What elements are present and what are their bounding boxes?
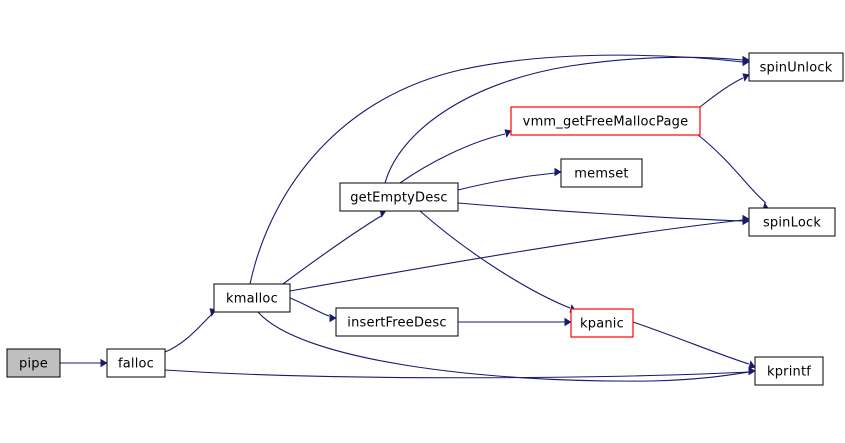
edge-kmalloc-to-getEmptyDesc bbox=[282, 215, 382, 285]
node-box-kpanic[interactable] bbox=[570, 308, 634, 338]
node-getEmptyDesc[interactable]: getEmptyDesc bbox=[339, 182, 459, 212]
edge-kmalloc-to-spinUnlock bbox=[249, 54, 744, 285]
arrowhead-vmm_getFreeMallocPage-to-spinUnlock bbox=[742, 73, 750, 82]
edge-vmm_getFreeMallocPage-to-spinUnlock bbox=[699, 77, 744, 108]
node-box-memset[interactable] bbox=[560, 158, 643, 188]
node-pipe[interactable]: pipe bbox=[6, 348, 61, 378]
edge-falloc-to-kprintf bbox=[164, 369, 750, 379]
edge-getEmptyDesc-to-kpanic bbox=[419, 210, 571, 309]
arrowhead-kmalloc-to-insertFreeDesc bbox=[329, 313, 337, 323]
node-box-spinLock[interactable] bbox=[748, 207, 836, 237]
node-label-falloc: falloc bbox=[118, 357, 154, 372]
node-box-kprintf[interactable] bbox=[754, 356, 824, 386]
node-layer: pipe falloc kmalloc insertFreeDesc getEmptyD… bbox=[6, 52, 844, 386]
node-label-vmm_getFreeMallocPage: vmm_getFreeMallocPage bbox=[523, 115, 689, 130]
arrowhead-getEmptyDesc-to-spinLock bbox=[742, 216, 750, 226]
node-kprintf[interactable]: kprintf bbox=[754, 356, 824, 386]
edge-vmm_getFreeMallocPage-to-spinLock bbox=[697, 134, 767, 204]
node-kpanic[interactable]: kpanic bbox=[570, 308, 634, 338]
node-label-kpanic: kpanic bbox=[580, 317, 624, 332]
arrowhead-kmalloc-to-kprintf bbox=[748, 366, 756, 376]
node-label-kprintf: kprintf bbox=[767, 365, 811, 380]
node-box-pipe[interactable] bbox=[6, 348, 61, 378]
node-vmm_getFreeMallocPage[interactable]: vmm_getFreeMallocPage bbox=[510, 106, 701, 136]
edge-falloc-to-kmalloc bbox=[164, 313, 213, 353]
node-label-spinUnlock: spinUnlock bbox=[760, 61, 833, 76]
arrowhead-kpanic-to-kprintf bbox=[748, 360, 756, 369]
node-box-spinUnlock[interactable] bbox=[748, 52, 844, 82]
node-spinLock[interactable]: spinLock bbox=[748, 207, 836, 237]
node-label-getEmptyDesc: getEmptyDesc bbox=[350, 191, 448, 206]
node-box-getEmptyDesc[interactable] bbox=[339, 182, 459, 212]
edge-getEmptyDesc-to-memset bbox=[457, 172, 556, 191]
node-kmalloc[interactable]: kmalloc bbox=[213, 283, 291, 313]
node-label-insertFreeDesc: insertFreeDesc bbox=[347, 316, 446, 331]
node-insertFreeDesc[interactable]: insertFreeDesc bbox=[335, 307, 459, 337]
arrowhead-getEmptyDesc-to-memset bbox=[554, 167, 562, 177]
edge-kmalloc-to-insertFreeDesc bbox=[289, 297, 330, 317]
node-label-kmalloc: kmalloc bbox=[226, 292, 278, 307]
arrowhead-insertFreeDesc-to-kpanic bbox=[564, 317, 572, 327]
edge-kpanic-to-kprintf bbox=[632, 321, 750, 365]
arrowhead-pipe-to-falloc bbox=[100, 358, 108, 368]
node-label-pipe: pipe bbox=[19, 357, 48, 372]
edge-getEmptyDesc-to-vmm_getFreeMallocPage bbox=[399, 133, 506, 184]
node-label-spinLock: spinLock bbox=[763, 216, 821, 231]
edge-getEmptyDesc-to-spinUnlock bbox=[384, 56, 744, 184]
node-spinUnlock[interactable]: spinUnlock bbox=[748, 52, 844, 82]
node-box-falloc[interactable] bbox=[106, 348, 166, 378]
edge-getEmptyDesc-to-spinLock bbox=[457, 202, 744, 222]
node-falloc[interactable]: falloc bbox=[106, 348, 166, 378]
edge-layer bbox=[60, 54, 770, 382]
node-box-kmalloc[interactable] bbox=[213, 283, 291, 313]
node-box-vmm_getFreeMallocPage[interactable] bbox=[510, 106, 701, 136]
node-label-memset: memset bbox=[574, 167, 628, 182]
node-box-insertFreeDesc[interactable] bbox=[335, 307, 459, 337]
edge-kmalloc-to-kprintf bbox=[257, 311, 750, 382]
arrowhead-getEmptyDesc-to-vmm_getFreeMallocPage bbox=[504, 129, 512, 138]
node-memset[interactable]: memset bbox=[560, 158, 643, 188]
edge-kmalloc-to-spinLock bbox=[289, 219, 744, 292]
arrowhead-getEmptyDesc-to-spinUnlock bbox=[742, 55, 750, 65]
